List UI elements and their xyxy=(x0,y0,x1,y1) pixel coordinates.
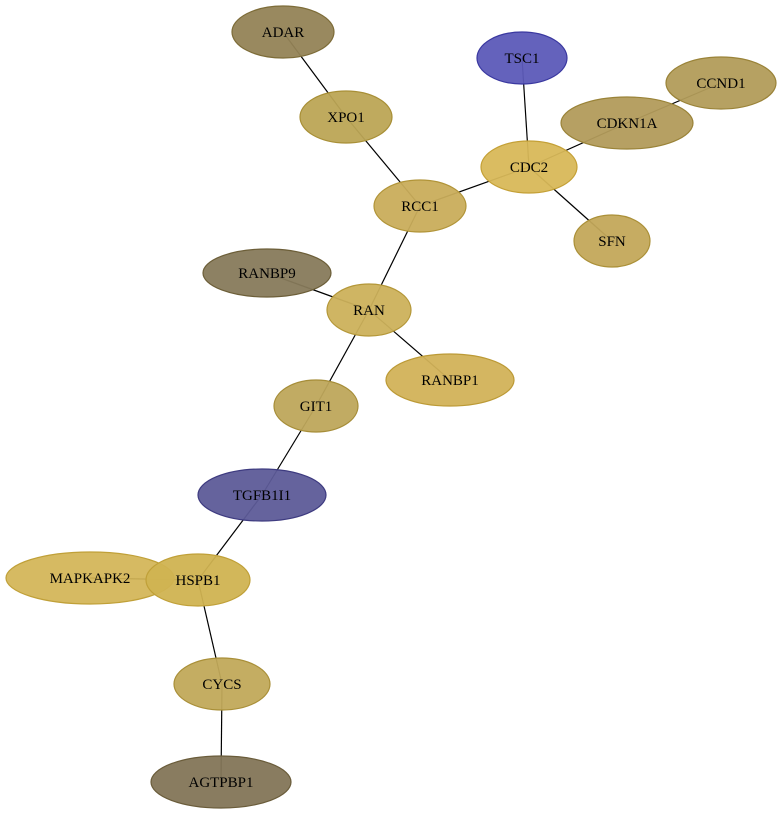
node-ellipse[interactable] xyxy=(480,140,578,194)
node-label: RANBP9 xyxy=(238,266,296,282)
node-adar[interactable]: ADAR xyxy=(231,5,335,59)
node-label: TGFB1I1 xyxy=(233,488,291,504)
node-hspb1[interactable]: HSPB1 xyxy=(145,553,251,607)
node-label: MAPKAPK2 xyxy=(50,571,131,587)
node-label: AGTPBP1 xyxy=(188,775,253,791)
node-cdc2[interactable]: CDC2 xyxy=(480,140,578,194)
node-label: CDKN1A xyxy=(597,116,658,132)
node-ellipse[interactable] xyxy=(273,379,359,433)
node-label: HSPB1 xyxy=(175,573,220,589)
node-cycs[interactable]: CYCS xyxy=(173,657,271,711)
node-ellipse[interactable] xyxy=(173,657,271,711)
node-ellipse[interactable] xyxy=(231,5,335,59)
node-ellipse[interactable] xyxy=(560,96,694,150)
node-ellipse[interactable] xyxy=(299,90,393,144)
node-ellipse[interactable] xyxy=(150,755,292,809)
node-label: RANBP1 xyxy=(421,373,479,389)
node-label: CYCS xyxy=(202,677,241,693)
node-ellipse[interactable] xyxy=(197,468,327,522)
node-rcc1[interactable]: RCC1 xyxy=(373,179,467,233)
node-label: RCC1 xyxy=(401,199,439,215)
node-ellipse[interactable] xyxy=(145,553,251,607)
node-git1[interactable]: GIT1 xyxy=(273,379,359,433)
node-ranbp1[interactable]: RANBP1 xyxy=(385,353,515,407)
node-label: GIT1 xyxy=(300,399,333,415)
node-label: SFN xyxy=(598,234,626,250)
node-ellipse[interactable] xyxy=(476,31,568,85)
node-xpo1[interactable]: XPO1 xyxy=(299,90,393,144)
node-tgfb1i1[interactable]: TGFB1I1 xyxy=(197,468,327,522)
node-ranbp9[interactable]: RANBP9 xyxy=(202,248,332,298)
node-label: ADAR xyxy=(262,25,305,41)
node-label: TSC1 xyxy=(504,51,539,67)
node-ellipse[interactable] xyxy=(665,56,777,110)
node-sfn[interactable]: SFN xyxy=(573,214,651,268)
node-agtpbp1[interactable]: AGTPBP1 xyxy=(150,755,292,809)
node-label: XPO1 xyxy=(327,110,365,126)
node-cdkn1a[interactable]: CDKN1A xyxy=(560,96,694,150)
node-ellipse[interactable] xyxy=(385,353,515,407)
node-tsc1[interactable]: TSC1 xyxy=(476,31,568,85)
node-mapkapk2[interactable]: MAPKAPK2 xyxy=(5,551,175,605)
node-ccnd1[interactable]: CCND1 xyxy=(665,56,777,110)
node-label: RAN xyxy=(353,303,385,319)
node-ellipse[interactable] xyxy=(326,283,412,337)
node-label: CCND1 xyxy=(696,76,745,92)
node-label: CDC2 xyxy=(510,160,548,176)
node-ellipse[interactable] xyxy=(202,248,332,298)
node-ran[interactable]: RAN xyxy=(326,283,412,337)
node-ellipse[interactable] xyxy=(373,179,467,233)
node-ellipse[interactable] xyxy=(573,214,651,268)
